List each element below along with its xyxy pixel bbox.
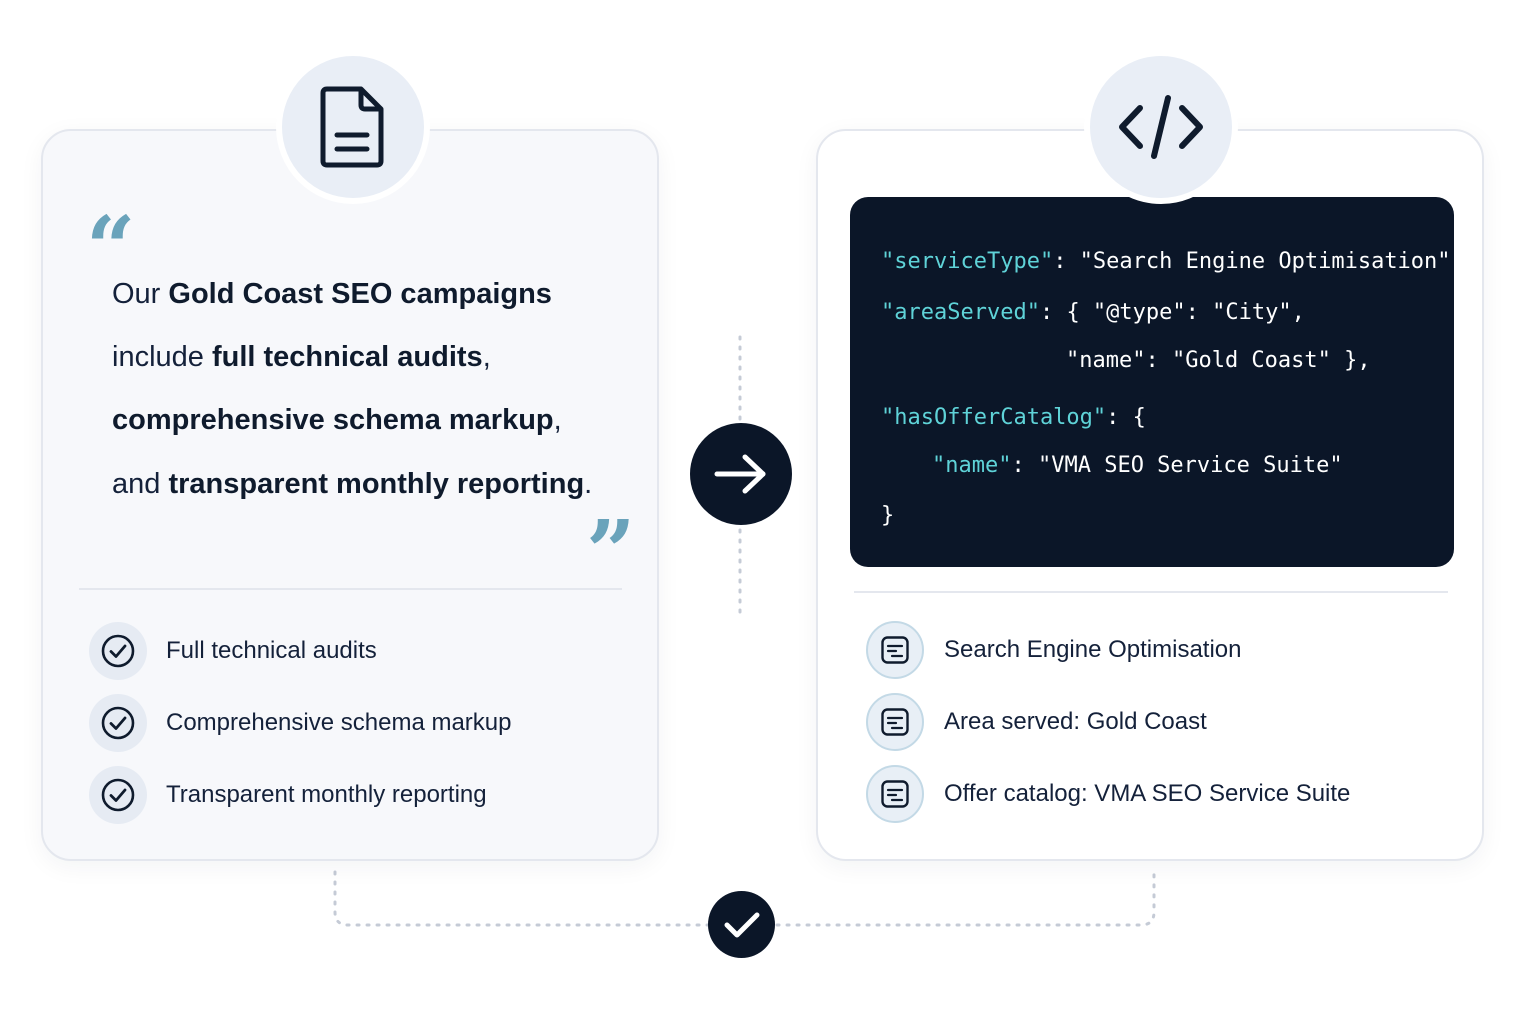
code-line-3: "name": "Gold Coast" }, bbox=[1066, 348, 1371, 373]
checklist-item: Transparent monthly reporting bbox=[89, 766, 487, 824]
code-line-6: } bbox=[881, 503, 895, 528]
code-line-5: "name": "VMA SEO Service Suite" bbox=[932, 453, 1343, 478]
structured-data-icon bbox=[866, 693, 924, 751]
structured-data-icon bbox=[866, 621, 924, 679]
code-brackets-icon bbox=[1119, 95, 1203, 159]
schema-item: Offer catalog: VMA SEO Service Suite bbox=[866, 765, 1350, 823]
validated-check-node bbox=[708, 891, 775, 958]
checklist-label: Comprehensive schema markup bbox=[166, 709, 512, 736]
quote-line-4: and transparent monthly reporting. bbox=[112, 468, 593, 500]
schema-item: Search Engine Optimisation bbox=[866, 621, 1242, 679]
quote-close-mark: ” bbox=[586, 502, 636, 603]
document-icon bbox=[320, 86, 384, 168]
structured-data-icon bbox=[866, 765, 924, 823]
code-line-4: "hasOfferCatalog": { bbox=[881, 405, 1146, 430]
schema-item: Area served: Gold Coast bbox=[866, 693, 1207, 751]
document-badge bbox=[276, 50, 430, 204]
checklist-label: Transparent monthly reporting bbox=[166, 781, 487, 808]
checkmark-icon bbox=[724, 912, 759, 937]
checklist-label: Full technical audits bbox=[166, 637, 377, 664]
right-divider bbox=[854, 591, 1448, 593]
check-circle-icon bbox=[89, 766, 147, 824]
quote-open-mark: “ bbox=[86, 198, 136, 299]
left-divider bbox=[79, 588, 622, 590]
code-line-2: "areaServed": { "@type": "City", bbox=[881, 300, 1305, 325]
arrow-right-button bbox=[690, 423, 792, 525]
schema-item-label: Search Engine Optimisation bbox=[944, 636, 1242, 663]
code-line-1: "serviceType": "Search Engine Optimisati… bbox=[881, 249, 1464, 274]
text-content-card bbox=[41, 129, 659, 861]
check-circle-icon bbox=[89, 622, 147, 680]
quote-line-2: include full technical audits, bbox=[112, 341, 491, 373]
schema-item-label: Offer catalog: VMA SEO Service Suite bbox=[944, 780, 1351, 807]
check-circle-icon bbox=[89, 694, 147, 752]
checklist-item: Comprehensive schema markup bbox=[89, 694, 511, 752]
quote-line-1: Our Gold Coast SEO campaigns bbox=[112, 278, 552, 310]
schema-item-label: Area served: Gold Coast bbox=[944, 708, 1207, 735]
arrow-right-icon bbox=[714, 454, 766, 494]
quote-line-3: comprehensive schema markup, bbox=[112, 404, 562, 436]
code-panel: "serviceType": "Search Engine Optimisati… bbox=[850, 197, 1464, 567]
code-badge bbox=[1084, 50, 1238, 204]
checklist-item: Full technical audits bbox=[89, 622, 377, 680]
